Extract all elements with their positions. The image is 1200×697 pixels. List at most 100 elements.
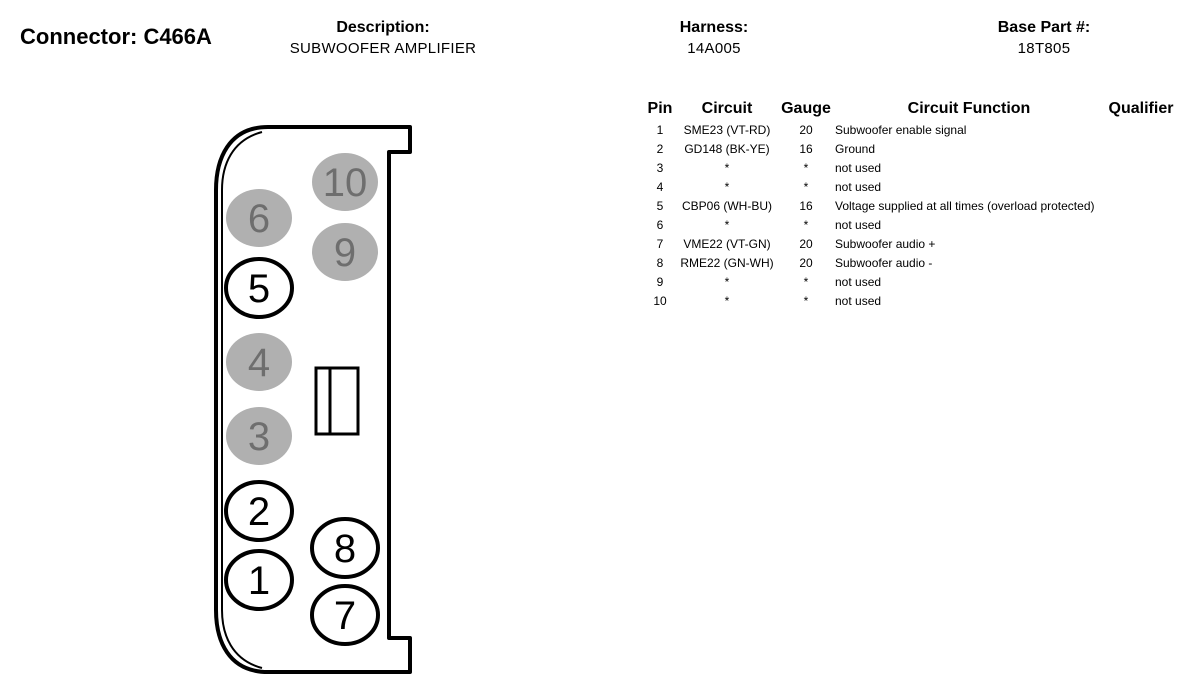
base-part-value: 18T805 [1017,40,1071,57]
connector-inner-lip [221,131,263,669]
pin-circle [226,407,292,465]
pin-number-cell: 10 [653,293,667,308]
table-row: 6 * * not used [643,215,1179,234]
circuit-id-cell: GD148 (BK-YE) [684,141,770,156]
qualifier-cell [1103,215,1179,234]
circuit-function-cell: Ground [835,141,876,156]
circuit-id-cell: * [724,160,730,175]
circuit-function-cell: Subwoofer audio + [835,236,936,251]
wire-gauge-cell: * [803,160,809,175]
pin-label: 4 [248,341,270,385]
pinout-table: Pin Circuit Gauge Circuit Function Quali… [643,98,1179,310]
harness-block: Harness: 14A005 [654,18,774,60]
pin-cavity-10: 10 [312,153,378,211]
description-block: Description: SUBWOOFER AMPLIFIER [283,18,483,60]
wire-gauge-cell: 20 [799,236,813,251]
pinout-table-header: Pin Circuit Gauge Circuit Function Quali… [643,98,1179,120]
circuit-function-cell: Subwoofer enable signal [835,122,967,137]
wire-gauge-cell: * [803,217,809,232]
pin-number-cell: 7 [656,236,664,251]
circuit-id-cell: * [724,293,730,308]
pin-number-cell: 6 [656,217,664,232]
wire-gauge-cell: 16 [799,141,813,156]
wire-gauge-cell: * [803,293,809,308]
wire-gauge-cell: * [803,179,809,194]
circuit-function-cell: not used [835,160,882,175]
connector-face-diagram: 1 2 3 4 5 6 7 8 9 10 [214,125,412,674]
wire-gauge-cell: 20 [799,122,813,137]
circuit-id-cell: SME23 (VT-RD) [683,122,771,137]
wire-gauge-cell: * [803,274,809,289]
qualifier-cell [1103,120,1179,139]
pin-label: 10 [323,161,368,205]
circuit-id-cell: * [724,179,730,194]
description-value: SUBWOOFER AMPLIFIER [289,40,477,57]
circuit-function-cell: Voltage supplied at all times (overload … [835,198,1095,213]
pin-number-cell: 9 [656,274,664,289]
pin-label: 6 [248,197,270,241]
pin-circle [224,480,294,542]
qualifier-cell [1103,158,1179,177]
table-row: 8 RME22 (GN-WH) 20 Subwoofer audio - [643,253,1179,272]
table-row: 10 * * not used [643,291,1179,310]
circuit-function-cell: not used [835,274,882,289]
col-header-circuit: Circuit [701,100,753,117]
pin-cavity-5: 5 [224,257,294,319]
pin-cavity-7: 7 [310,584,380,646]
qualifier-cell [1103,139,1179,158]
col-header-qualifier: Qualifier [1108,100,1174,117]
circuit-id-cell: CBP06 (WH-BU) [681,198,772,213]
base-part-label: Base Part #: [997,19,1091,36]
qualifier-cell [1103,253,1179,272]
circuit-function-cell: not used [835,293,882,308]
connector-housing [214,125,412,674]
pin-circle [310,584,380,646]
qualifier-cell [1103,196,1179,215]
pin-number-cell: 5 [656,198,664,213]
circuit-id-cell: * [724,274,730,289]
pin-cavity-2: 2 [224,480,294,542]
pin-label: 7 [334,594,356,638]
circuit-function-cell: not used [835,179,882,194]
circuit-function-cell: Subwoofer audio - [835,255,933,270]
harness-value: 14A005 [687,40,741,57]
pin-number-cell: 4 [656,179,664,194]
wire-gauge-cell: 20 [799,255,813,270]
circuit-function-cell: not used [835,217,882,232]
pin-circle [310,517,380,579]
pin-number-cell: 2 [656,141,664,156]
harness-label: Harness: [679,19,749,36]
circuit-id-cell: RME22 (GN-WH) [680,255,774,270]
table-row: 3 * * not used [643,158,1179,177]
table-row: 2 GD148 (BK-YE) 16 Ground [643,139,1179,158]
circuit-id-cell: * [724,217,730,232]
pin-circle [312,223,378,281]
pin-number-cell: 3 [656,160,664,175]
pin-cavity-9: 9 [312,223,378,281]
pin-label: 5 [248,267,270,311]
pin-circle [312,153,378,211]
pin-cavity-8: 8 [310,517,380,579]
pin-circle [224,257,294,319]
pin-circle [226,189,292,247]
qualifier-cell [1103,272,1179,291]
pin-cavity-1: 1 [224,549,294,611]
pin-label: 9 [334,231,356,275]
table-row: 9 * * not used [643,272,1179,291]
table-row: 4 * * not used [643,177,1179,196]
col-header-gauge: Gauge [781,100,831,117]
qualifier-cell [1103,234,1179,253]
qualifier-cell [1103,291,1179,310]
pin-label: 1 [248,559,270,603]
pin-cavity-6: 6 [226,189,292,247]
pin-number-cell: 8 [656,255,664,270]
pin-circle [224,549,294,611]
pin-circle [226,333,292,391]
pin-cavity-4: 4 [226,333,292,391]
base-part-block: Base Part #: 18T805 [974,18,1114,60]
qualifier-cell [1103,177,1179,196]
col-header-circuit-function: Circuit Function [907,100,1031,117]
pin-cavity-3: 3 [226,407,292,465]
